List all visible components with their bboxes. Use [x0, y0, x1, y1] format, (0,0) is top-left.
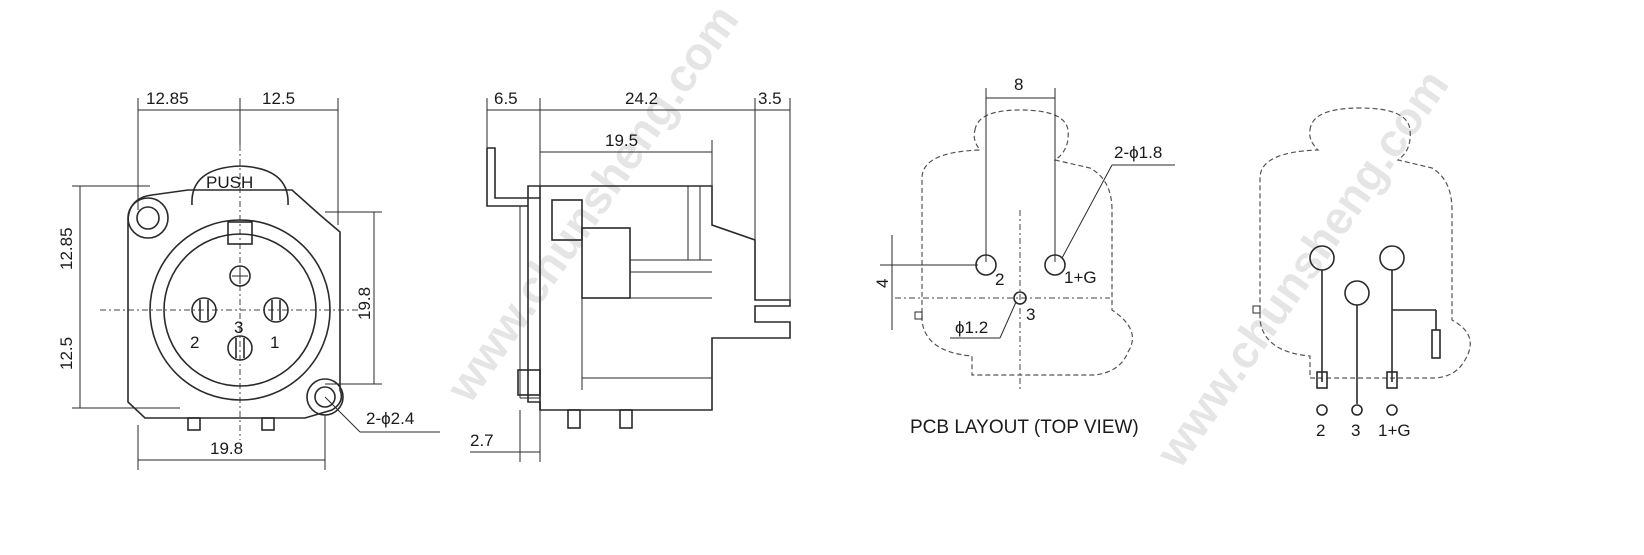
side-view: 6.5 24.2 3.5 19.5 2.7 [470, 89, 791, 462]
schem-pin-2: 2 [1316, 421, 1325, 440]
pcb-caption: PCB LAYOUT (TOP VIEW) [910, 417, 1139, 438]
pcb-layout: 8 2 1+G 3 4 2-ϕ1.8 ϕ1.2 PCB LAYOUT (TOP … [873, 75, 1175, 438]
dim-pcb-small-hole: ϕ1.2 [955, 318, 988, 337]
dim-pcb-spacing: 8 [1014, 75, 1023, 94]
dim-side-inner: 19.5 [605, 131, 638, 150]
dim-side-top-b: 24.2 [625, 89, 658, 108]
schem-pin-1g: 1+G [1378, 421, 1411, 440]
dim-side-top-a: 6.5 [494, 89, 518, 108]
pcb-pin-2: 2 [995, 270, 1004, 289]
watermark-2: www.chunsheng.com [1145, 60, 1458, 477]
schematic-view: 2 3 1+G [1252, 107, 1471, 440]
dim-pcb-vertical: 4 [873, 279, 892, 288]
dim-front-hole: 2-ϕ2.4 [366, 409, 414, 428]
dim-side-bottom: 2.7 [470, 431, 494, 450]
front-pin-1: 1 [270, 333, 279, 352]
dim-front-left-upper: 12.85 [57, 227, 76, 270]
dim-pcb-big-hole: 2-ϕ1.8 [1114, 143, 1162, 162]
pcb-pin-3: 3 [1026, 305, 1035, 324]
dim-front-left-lower: 12.5 [57, 337, 76, 370]
front-view: PUSH 1 2 3 12.85 12.5 12.85 12.5 [57, 89, 440, 470]
dim-front-top-right: 12.5 [262, 89, 295, 108]
watermark-group: www.chunsheng.com www.chunsheng.com [435, 0, 1458, 477]
pcb-pin-1g: 1+G [1064, 268, 1097, 287]
dim-front-height: 19.8 [355, 287, 374, 320]
dim-side-top-c: 3.5 [758, 89, 782, 108]
dim-front-bottom: 19.8 [210, 439, 243, 458]
schem-pin-3: 3 [1351, 421, 1360, 440]
front-pin-3: 3 [234, 318, 243, 337]
watermark-1: www.chunsheng.com [435, 0, 748, 412]
dim-front-top-left: 12.85 [146, 89, 189, 108]
push-label: PUSH [206, 173, 253, 192]
front-pin-2: 2 [190, 333, 199, 352]
